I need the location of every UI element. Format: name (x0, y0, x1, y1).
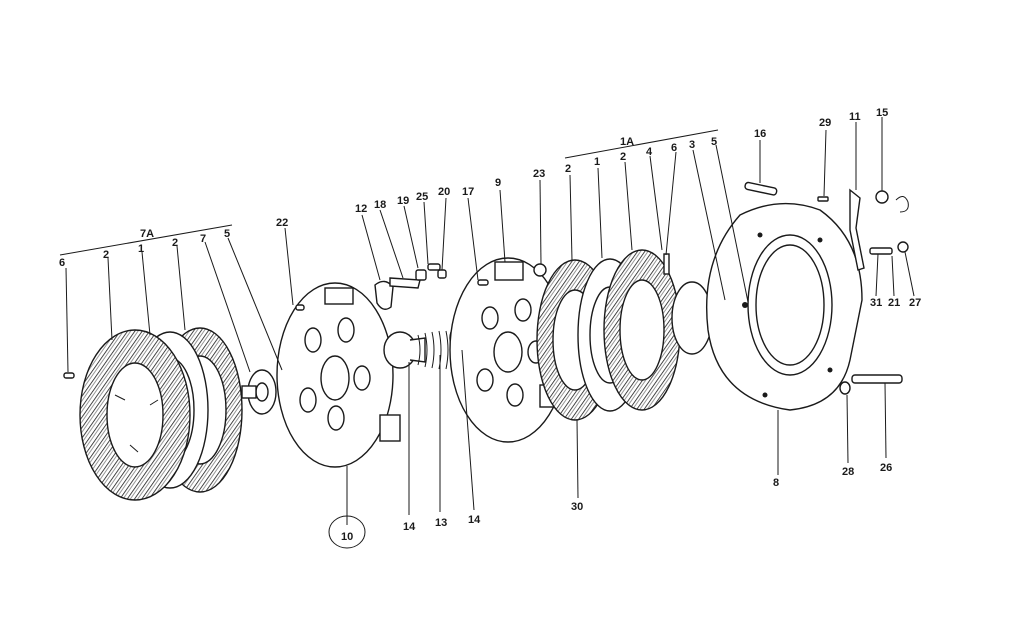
label-7: 7 (200, 233, 206, 245)
label-6-left: 6 (59, 257, 65, 269)
label-16: 16 (754, 128, 766, 140)
pressure-plate (276, 282, 401, 468)
label-10-circle (328, 515, 366, 549)
cover-hardware (744, 181, 909, 395)
front-friction-disc (79, 329, 191, 501)
label-25: 25 (416, 191, 428, 203)
label-23: 23 (533, 168, 545, 180)
label-26: 26 (880, 462, 892, 474)
label-14-b: 14 (468, 514, 481, 526)
label-27: 27 (909, 297, 921, 309)
group-bracket-7a (59, 224, 233, 256)
label-15: 15 (876, 107, 888, 119)
leader-lines (65, 117, 915, 525)
left-disc-pack (63, 327, 292, 501)
label-12: 12 (355, 203, 367, 215)
label-20: 20 (438, 186, 450, 198)
label-5-right: 5 (711, 136, 717, 148)
release-lever-parts (374, 263, 447, 310)
label-11: 11 (849, 111, 861, 123)
label-8: 8 (773, 477, 779, 489)
label-18: 18 (374, 199, 386, 211)
label-9: 9 (495, 177, 501, 189)
label-29: 29 (819, 117, 831, 129)
label-2-left-a: 2 (103, 249, 109, 261)
label-30: 30 (571, 501, 583, 513)
label-22: 22 (276, 217, 288, 229)
group-bracket-1a (564, 129, 719, 159)
label-6-right: 6 (671, 142, 677, 154)
pin-6-left (63, 372, 75, 379)
label-10: 10 (341, 531, 353, 543)
label-3: 3 (689, 139, 695, 151)
part-labels: 6 2 1 2 7 5 7A 22 10 12 18 19 25 20 14 1… (59, 107, 921, 543)
label-19: 19 (397, 195, 409, 207)
label-2-right-a: 2 (565, 163, 571, 175)
label-21: 21 (888, 297, 900, 309)
label-1-left: 1 (138, 243, 144, 255)
label-28: 28 (842, 466, 854, 478)
label-2-left-b: 2 (172, 237, 178, 249)
label-1a-group: 1A (620, 136, 634, 148)
label-17: 17 (462, 186, 474, 198)
label-7a-group: 7A (140, 228, 154, 240)
clutch-cover (705, 202, 863, 411)
label-13: 13 (435, 517, 447, 529)
label-1-right: 1 (594, 156, 600, 168)
right-disc-pack (533, 249, 681, 421)
small-hub (241, 369, 277, 415)
label-14-a: 14 (403, 521, 416, 533)
label-2-right-b: 2 (620, 151, 626, 163)
label-31: 31 (870, 297, 882, 309)
label-4: 4 (646, 146, 653, 158)
label-5-left: 5 (224, 228, 230, 240)
